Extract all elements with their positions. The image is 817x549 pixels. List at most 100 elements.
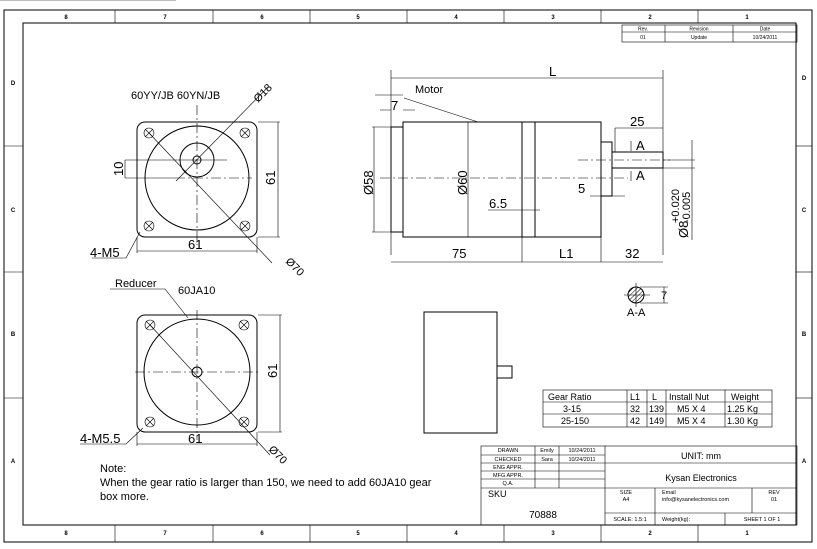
cell: 32 <box>630 404 640 414</box>
column-label: 2 <box>648 15 652 21</box>
gear-ratio-table: Gear Ratio L1 L Install Nut Weight 3-15 … <box>542 389 773 428</box>
column-label: 5 <box>356 531 360 537</box>
width-dim: 61 <box>188 431 202 446</box>
eng-appr-label: ENG APPR. <box>493 465 523 471</box>
header-l1: L1 <box>630 392 640 402</box>
column-label: 6 <box>260 15 264 21</box>
column-label: 1 <box>745 15 749 21</box>
cell: 139 <box>649 404 664 414</box>
dia60-dim: Ø60 <box>455 170 470 195</box>
sheet: SHEET 1 OF 1 <box>744 517 781 523</box>
cell: M5 X 4 <box>677 404 706 414</box>
height-dim: 61 <box>265 364 280 378</box>
motor-front-view: 60YY/JB 60YN/JB Ø18 10 61 61 4-M5 Ø70 <box>0 0 306 279</box>
model-label: 60YY/JB 60YN/JB <box>131 90 220 102</box>
reducer-front-view: Reducer 60JA10 61 61 4-M5.5 Ø70 <box>80 278 289 467</box>
zone-markers <box>4 10 812 542</box>
mfg-appr-label: MFG APPR. <box>493 473 523 479</box>
section-label: A-A <box>627 307 646 319</box>
gap-dim: 6.5 <box>489 196 507 211</box>
rev-header: Rev. <box>638 27 648 33</box>
offset-dim: 10 <box>111 162 126 176</box>
email-label: Email <box>662 490 676 496</box>
cell: 42 <box>630 416 640 426</box>
pcd-dim: Ø70 <box>283 256 306 279</box>
header-l: L <box>652 392 657 402</box>
column-label: 2 <box>648 531 652 537</box>
header-gear-ratio: Gear Ratio <box>548 392 592 402</box>
column-label: 8 <box>64 531 68 537</box>
width-dim: 61 <box>188 237 202 252</box>
cell: 3-15 <box>563 404 581 414</box>
column-label: 3 <box>551 531 555 537</box>
cell: 25-150 <box>561 416 589 426</box>
mounting-hole-icons <box>143 127 251 232</box>
key-length-dim: 25 <box>630 114 644 129</box>
date-value: 10/24/2011 <box>753 35 778 41</box>
drawn-date: 10/24/2011 <box>568 448 595 454</box>
motor-label: Motor <box>415 84 443 96</box>
gear-length-dim: L1 <box>559 246 573 261</box>
rev-label: REV <box>768 490 780 496</box>
scale: SCALE: 1.5:1 <box>613 517 646 523</box>
row-label: B <box>11 332 16 338</box>
row-label: C <box>802 208 807 214</box>
height-dim: 61 <box>263 171 278 185</box>
size-label: SIZE <box>620 490 633 496</box>
header-weight: Weight <box>731 392 759 402</box>
rev-value: 01 <box>771 497 777 503</box>
pcd-dim: Ø70 <box>266 444 289 467</box>
cell: 1.30 Kg <box>727 416 758 426</box>
tolerance-lower: -0.005 <box>681 192 693 223</box>
overall-length-dim: L <box>549 64 556 79</box>
boss-dim: 5 <box>578 181 585 196</box>
row-label: B <box>802 332 807 338</box>
email-value: info@kysanelectronics.com <box>662 497 729 503</box>
column-label: 7 <box>163 531 167 537</box>
column-label: 4 <box>454 15 458 21</box>
date-header: Date <box>760 27 771 33</box>
drawn-by: Emily <box>540 448 554 454</box>
column-label: 6 <box>260 531 264 537</box>
cell: M5 X 4 <box>677 416 706 426</box>
dia58-dim: Ø58 <box>361 170 376 195</box>
column-label: 4 <box>454 531 458 537</box>
column-label: 7 <box>163 15 167 21</box>
shaft-dia-dim: Ø18 <box>252 82 275 105</box>
size-value: A4 <box>623 497 630 503</box>
row-label: A <box>11 459 16 465</box>
shaft-dia-dim: Ø8 <box>676 221 691 238</box>
shaft-length-dim: 32 <box>625 246 639 261</box>
inner-frame <box>22 22 797 526</box>
tolerance-upper: +0.020 <box>670 189 682 223</box>
motor-side-view: L Motor 7 Ø58 Ø60 6.5 25 A A 5 Ø8 +0.020… <box>361 64 695 263</box>
holes-dim: 4-M5.5 <box>80 431 120 446</box>
row-label: A <box>802 459 807 465</box>
rev-value: 01 <box>640 35 646 41</box>
sku-label: SKU <box>488 489 507 499</box>
unit: UNIT: mm <box>681 451 721 461</box>
checked-by: Sara <box>541 457 554 463</box>
qa-label: Q.A. <box>502 481 513 487</box>
checked-label: CHECKED <box>495 457 522 463</box>
revision-value: Update <box>691 35 707 41</box>
note-title: Note: <box>100 463 126 475</box>
keyway-dim: 7 <box>661 290 667 302</box>
sku-value: 70888 <box>529 510 557 521</box>
revision-header: Revision <box>689 27 708 33</box>
reducer-side-view <box>423 311 513 434</box>
drawn-label: DRAWN <box>498 448 519 454</box>
flange-dim: 7 <box>391 98 398 113</box>
revision-table: Rev. Revision Date 01 Update 10/24/2011 <box>621 24 798 43</box>
column-label: 5 <box>356 15 360 21</box>
cell: 149 <box>649 416 664 426</box>
section-marker-bottom: A <box>636 168 645 183</box>
model-label: 60JA10 <box>178 285 215 297</box>
row-label: D <box>802 76 807 82</box>
outer-frame <box>3 9 813 543</box>
note-line-1: When the gear ratio is larger than 150, … <box>100 477 432 489</box>
cell: 1.25 Kg <box>727 404 758 414</box>
header-install-nut: Install Nut <box>669 392 710 402</box>
title-block: DRAWN Emily 10/24/2011 CHECKED Sara 10/2… <box>480 445 798 526</box>
